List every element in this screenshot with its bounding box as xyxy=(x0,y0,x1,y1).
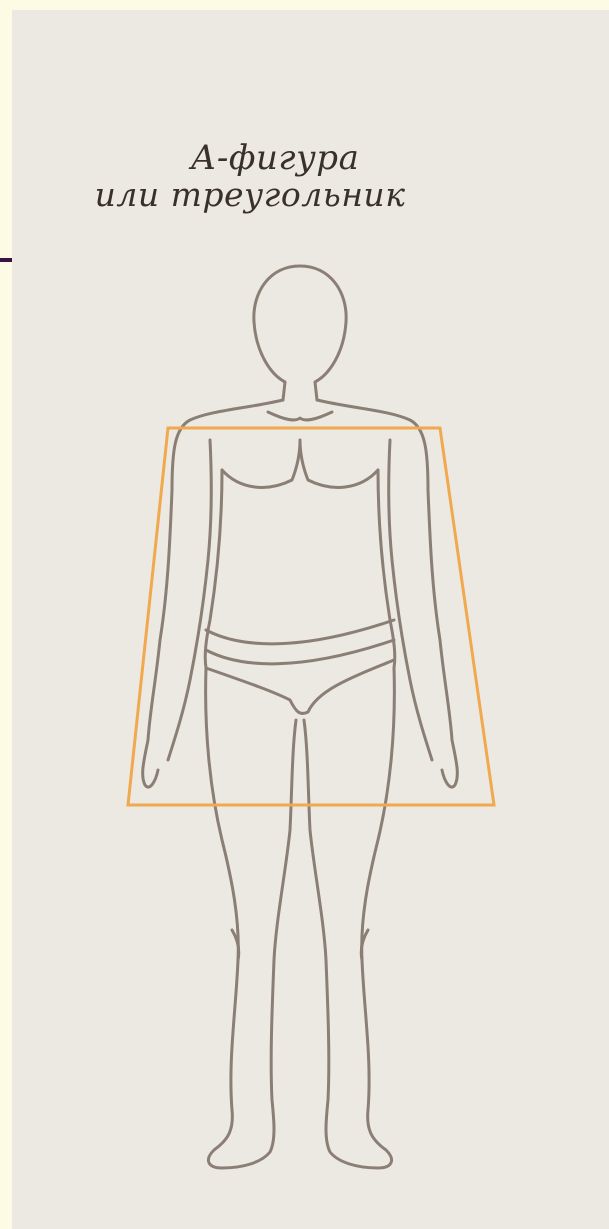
waistband-outline xyxy=(206,620,394,664)
left-leg-outline xyxy=(206,668,296,1168)
chest-outline xyxy=(222,440,378,487)
trapezoid-outline xyxy=(128,428,494,805)
knee-lines xyxy=(232,930,368,960)
briefs-outline xyxy=(206,660,394,714)
right-leg-outline xyxy=(304,668,394,1168)
collarbone-outline xyxy=(268,412,332,420)
head-outline xyxy=(254,266,346,400)
